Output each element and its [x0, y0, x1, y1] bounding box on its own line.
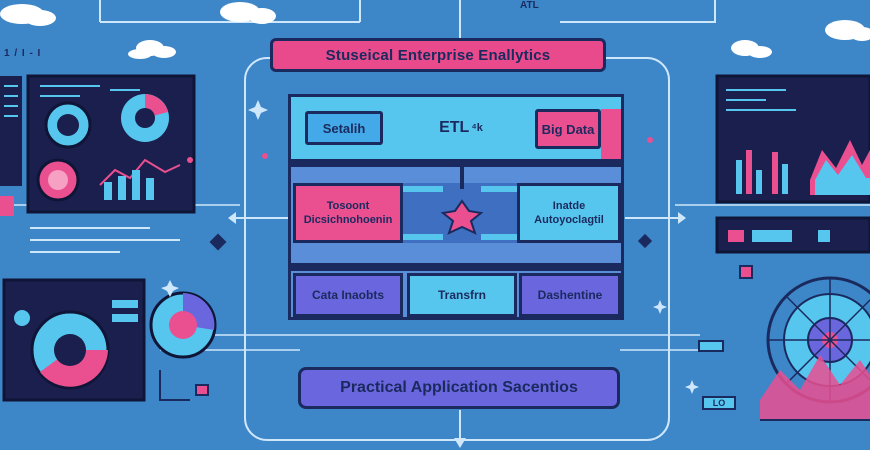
right-bottom-badge: LO — [702, 396, 736, 410]
big-data-node[interactable]: Big Data — [535, 109, 601, 149]
dashboard-node[interactable]: Dashentine — [519, 273, 621, 317]
right-process-line1: Inatde — [552, 200, 586, 212]
data-inputs-node[interactable]: Cata Inaobts — [293, 273, 403, 317]
hub-star-icon — [440, 199, 484, 235]
etl-label: ETL — [439, 119, 470, 136]
title-banner: Stuseical Enterprise Enallytics — [270, 38, 606, 72]
top-label: ATL — [520, 0, 539, 11]
left-process-node[interactable]: Tosoont Dicsichnohoenin — [293, 183, 403, 243]
application-banner[interactable]: Practical Application Sacentios — [298, 367, 620, 409]
left-top-label: 1 / I - I — [4, 48, 42, 59]
etl-pipeline-panel: Setalih ETL ⁴k Big Data Tosoont Dicsichn… — [288, 94, 624, 320]
etl-node[interactable]: ETL ⁴k — [421, 111, 501, 145]
left-process-line1: Tosoont — [326, 200, 370, 212]
title-text: Stuseical Enterprise Enallytics — [325, 46, 551, 64]
big-data-accent — [601, 109, 621, 159]
small-badge — [698, 340, 724, 352]
application-banner-text: Practical Application Sacentios — [340, 379, 578, 396]
right-process-line2: Autoyoclagtil — [534, 214, 604, 226]
etl-suffix: ⁴k — [471, 122, 483, 134]
source-node[interactable]: Setalih — [305, 111, 383, 145]
transform-node[interactable]: Transfrn — [407, 273, 517, 317]
right-process-node[interactable]: Inatde Autoyoclagtil — [517, 183, 621, 243]
left-process-line2: Dicsichnohoenin — [303, 214, 393, 226]
pipeline-connectors — [291, 159, 621, 271]
